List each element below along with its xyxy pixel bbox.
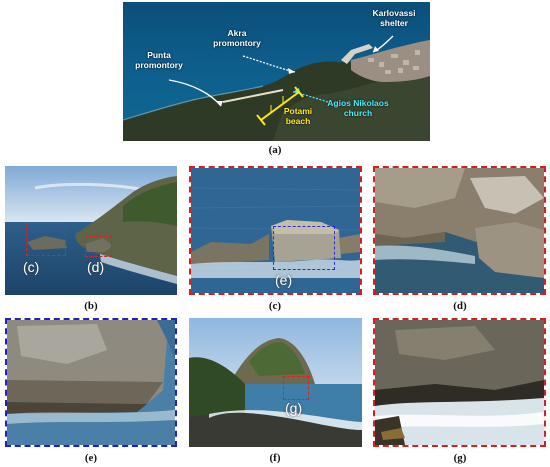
caption-f: (f) [269, 452, 281, 464]
rock-closeup-panel: (e) [189, 166, 362, 295]
rock-detail-panel-d [373, 166, 546, 295]
surf-detail-photo-g [375, 320, 544, 445]
beach-photo-f [189, 318, 362, 447]
potami-beach-label: Potami beach [283, 106, 313, 126]
inset-label-e: (e) [275, 272, 293, 288]
karlovassi-shelter-label: Karlovassi shelter [372, 8, 416, 28]
rock-face-photo-e [7, 320, 175, 445]
inset-box-d [85, 236, 112, 257]
church-arrow [292, 91, 329, 103]
inset-box-e [273, 226, 335, 270]
akra-arrow [242, 55, 296, 73]
aerial-map-panel: Punta promontory Akra promontory Karlova… [123, 2, 430, 141]
town-area [351, 40, 430, 82]
inset-label-d: (d) [87, 259, 105, 275]
rock-detail-photo-d [375, 168, 544, 293]
caption-e: (e) [84, 452, 98, 464]
caption-b: (b) [84, 300, 98, 312]
caption-c: (c) [268, 300, 282, 312]
agios-nikolaos-church-label: Agios Nikolaos church [327, 98, 389, 118]
akra-promontory-label: Akra promontory [213, 28, 261, 48]
inset-label-c: (c) [23, 259, 40, 275]
surf-detail-panel-g [373, 318, 546, 447]
beach-strip [222, 89, 284, 103]
rock-closeup-photo [191, 168, 360, 293]
coast-photo-panel: (c) (d) [5, 166, 177, 295]
caption-g: (g) [453, 452, 467, 464]
beach-bracket [260, 91, 300, 121]
breakwater [341, 44, 373, 64]
rock-face-panel-e [5, 318, 177, 447]
inset-box-g [283, 376, 309, 400]
caption-d: (d) [453, 300, 467, 312]
caption-a: (a) [268, 144, 282, 156]
aerial-map-image [123, 35, 430, 141]
punta-promontory-label: Punta promontory [135, 50, 183, 70]
coast-photo [5, 166, 177, 295]
beach-photo-panel-f: (g) [189, 318, 362, 447]
inset-box-c [26, 223, 66, 256]
inset-label-g: (g) [285, 400, 303, 416]
